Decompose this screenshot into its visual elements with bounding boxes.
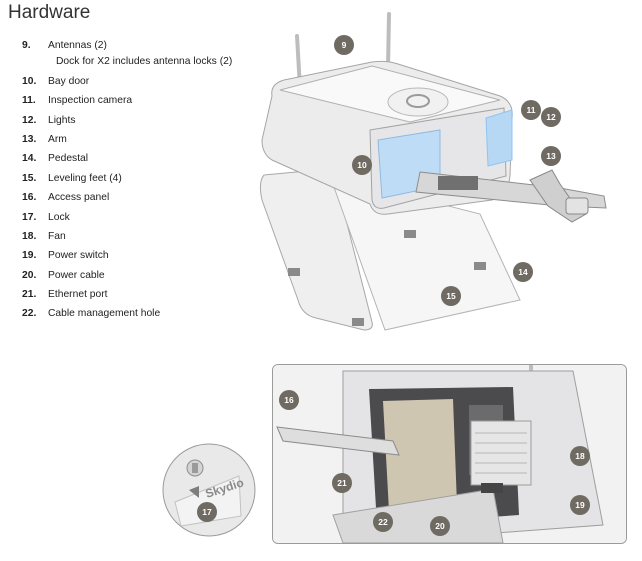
item-label: Cable management hole: [48, 308, 161, 320]
page-title: Hardware: [8, 2, 91, 23]
list-item: 17. Lock: [22, 208, 232, 227]
list-item: 11. Inspection camera: [22, 91, 232, 110]
list-item: Dock for X2 includes antenna locks (2): [22, 52, 232, 71]
list-item: 20. Power cable: [22, 266, 232, 285]
item-label: Lights: [48, 114, 76, 126]
item-label: Antennas (2): [48, 40, 107, 51]
callout-16: 16: [279, 390, 299, 410]
list-item: 13. Arm: [22, 130, 232, 149]
item-number: 17.: [22, 211, 37, 223]
list-item: 12. Lights: [22, 111, 232, 130]
list-item: 19. Power switch: [22, 246, 232, 265]
list-item: 18. Fan: [22, 227, 232, 246]
list-item: 10. Bay door: [22, 72, 232, 91]
callout-21: 21: [332, 473, 352, 493]
item-label: Pedestal: [48, 153, 89, 165]
item-label: Power cable: [48, 269, 105, 281]
item-number: 12.: [22, 114, 37, 126]
item-label: Arm: [48, 133, 67, 145]
list-item: 21. Ethernet port: [22, 285, 232, 304]
lock-detail: Skydio: [162, 443, 256, 537]
list-item: 15. Leveling feet (4): [22, 169, 232, 188]
item-label: Lock: [48, 211, 70, 223]
callout-14: 14: [513, 262, 533, 282]
callout-22: 22: [373, 512, 393, 532]
item-label: Fan: [48, 230, 66, 242]
list-item: 22. Cable management hole: [22, 304, 232, 323]
callout-12: 12: [541, 107, 561, 127]
dock-illustration: [259, 12, 607, 331]
item-number: 20.: [22, 269, 37, 281]
item-number: 19.: [22, 250, 37, 262]
item-number: 13.: [22, 133, 37, 145]
callout-10: 10: [352, 155, 372, 175]
callout-15: 15: [441, 286, 461, 306]
callout-11: 11: [521, 100, 541, 120]
item-number: 15.: [22, 172, 37, 184]
item-label: Inspection camera: [48, 95, 133, 107]
callout-20: 20: [430, 516, 450, 536]
item-number: 9.: [22, 40, 31, 51]
list-item: 16. Access panel: [22, 188, 232, 207]
item-label: Dock for X2 includes antenna locks (2): [56, 56, 233, 68]
item-number: 21.: [22, 289, 37, 301]
item-number: 11.: [22, 95, 36, 107]
parts-list: 9. Antennas (2) Dock for X2 includes ante…: [22, 36, 232, 324]
item-label: Access panel: [48, 192, 110, 204]
callout-13: 13: [541, 146, 561, 166]
list-item: 14. Pedestal: [22, 149, 232, 168]
item-number: 10.: [22, 75, 37, 87]
callout-19: 19: [570, 495, 590, 515]
callout-9: 9: [334, 35, 354, 55]
item-number: 14.: [22, 153, 37, 165]
access-panel-detail: [272, 364, 627, 544]
item-label: Ethernet port: [48, 289, 108, 301]
item-number: 22.: [22, 308, 37, 320]
item-label: Bay door: [48, 75, 90, 87]
access-panel-illustration: [273, 365, 626, 543]
item-label: Leveling feet (4): [48, 172, 122, 184]
callout-17: 17: [197, 502, 217, 522]
item-number: 18.: [22, 230, 37, 242]
item-label: Power switch: [48, 250, 109, 262]
callout-18: 18: [570, 446, 590, 466]
list-item: 9. Antennas (2): [22, 36, 232, 55]
item-number: 16.: [22, 192, 37, 204]
